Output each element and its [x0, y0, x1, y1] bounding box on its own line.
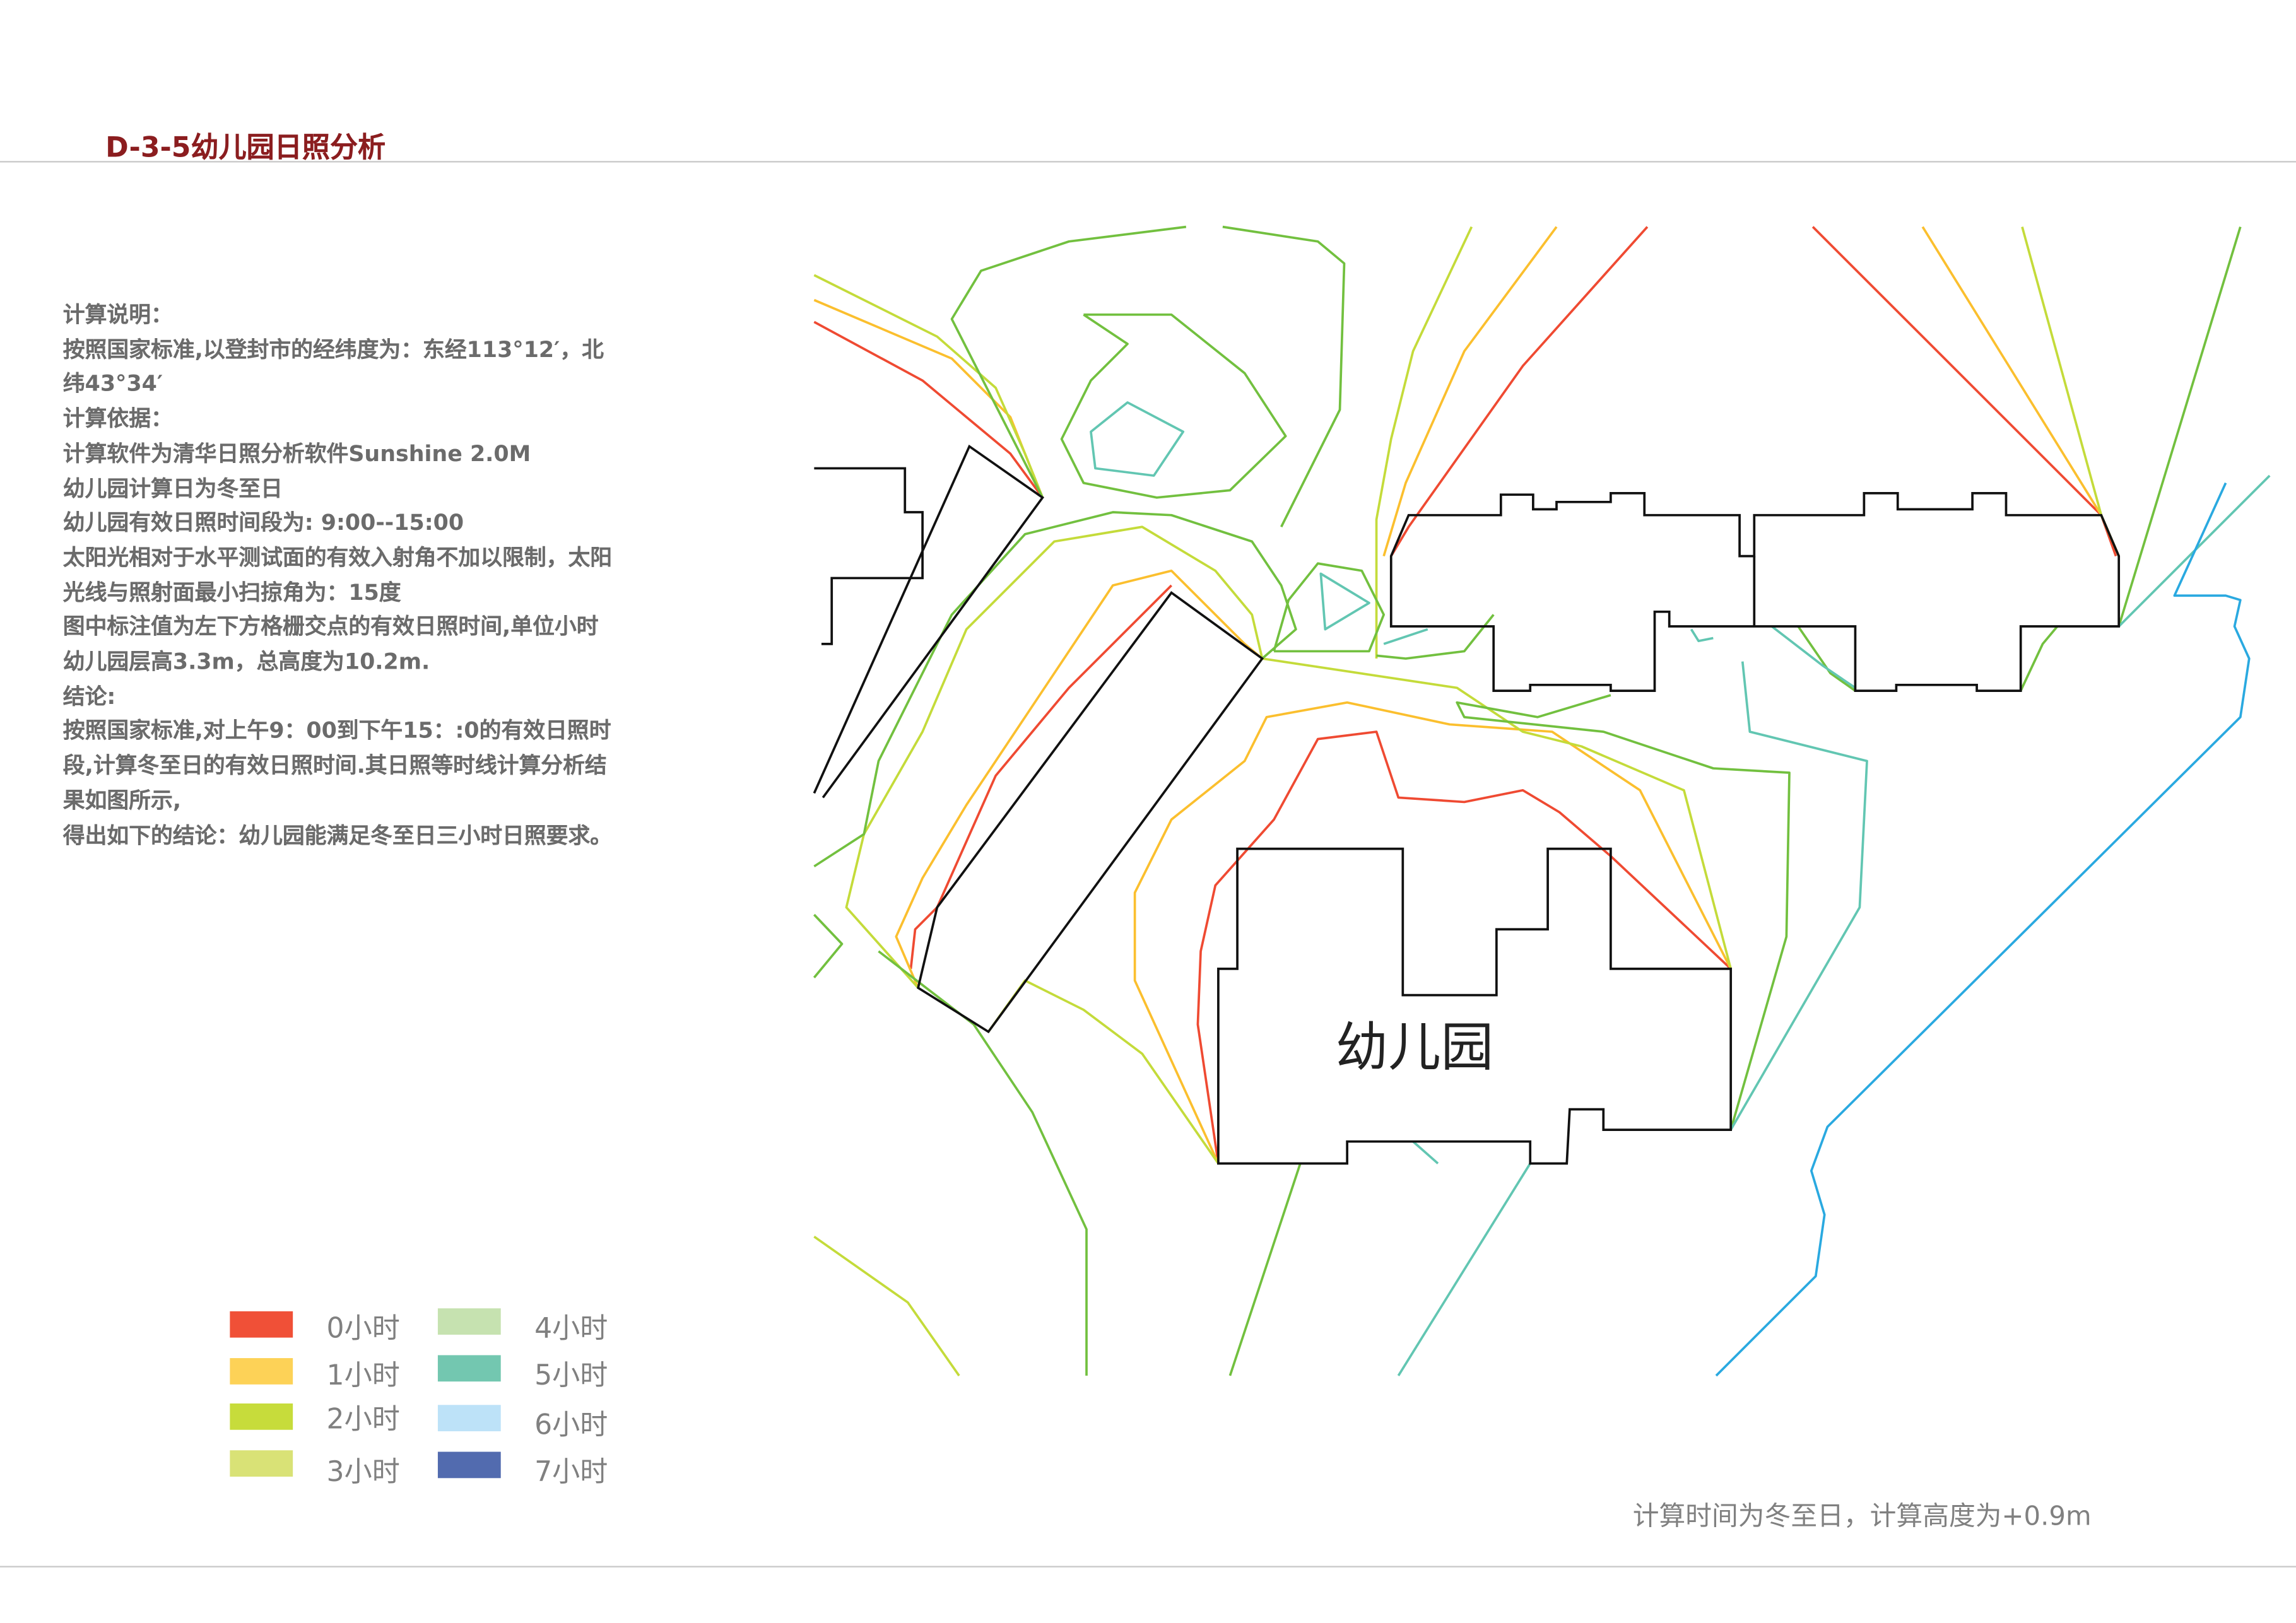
contour-0h: [813, 226, 2117, 1164]
header-divider: [0, 161, 2296, 163]
legend-swatch-4h: [437, 1308, 501, 1335]
calculation-notes: 计算说明： 按照国家标准,以登封市的经纬度为：东经113°12′，北 纬43°3…: [63, 298, 678, 853]
legend-swatch-7h: [437, 1451, 501, 1479]
legend-label: 0小时: [326, 1313, 400, 1345]
note-line: 幼儿园层高3.3m，总高度为10.2m.: [62, 648, 430, 675]
legend-label: 4小时: [534, 1313, 608, 1345]
footer-divider: [0, 1566, 2296, 1567]
note-line: 幼儿园计算日为冬至日: [62, 474, 283, 501]
note-line: 果如图所示,: [62, 787, 182, 814]
calculation-caption: 计算时间为冬至日，计算高度为+0.9m: [1632, 1501, 2092, 1533]
note-line: 段,计算冬至日的有效日照时间.其日照等时线计算分析结: [62, 752, 607, 779]
kindergarten-building: [1217, 847, 1733, 1165]
legend-label: 2小时: [326, 1403, 400, 1436]
legend-label: 6小时: [534, 1409, 608, 1442]
note-line: 结论:: [62, 683, 116, 710]
note-line: 光线与照射面最小扫掠角为：15度: [62, 578, 401, 606]
legend-swatch-6h: [437, 1405, 501, 1432]
note-line: 太阳光相对于水平测试面的有效入射角不加以限制，太阳: [62, 544, 613, 571]
legend-label: 7小时: [534, 1456, 608, 1489]
note-line: 纬43°34′: [62, 370, 163, 397]
page-title: D-3-5幼儿园日照分析: [105, 131, 386, 164]
note-line: 图中标注值为左下方格栅交点的有效日照时间,单位小时: [62, 613, 599, 640]
kindergarten-label: 幼儿园: [1336, 1016, 1494, 1078]
note-line: 按照国家标准,以登封市的经纬度为：东经113°12′，北: [62, 336, 604, 363]
building-left-partial: [814, 467, 924, 645]
legend-swatch-2h: [230, 1403, 293, 1430]
legend-swatch-3h: [230, 1450, 293, 1477]
legend-swatch-1h: [230, 1358, 293, 1385]
legend-label: 5小时: [534, 1359, 608, 1392]
note-line: 按照国家标准,对上午9：00到下午15：:0的有效日照时: [62, 717, 611, 744]
building-diagonal-north: [813, 444, 1045, 799]
contour-6h: [1715, 482, 2251, 1377]
legend-swatch-5h: [437, 1355, 501, 1382]
legend-label: 3小时: [326, 1456, 400, 1489]
building-diagonal-south: [917, 591, 1264, 1034]
buildings: [813, 444, 2121, 1165]
note-line: 计算依据：: [62, 405, 173, 432]
legend-label: 1小时: [326, 1359, 400, 1392]
note-line: 计算软件为清华日照分析软件Sunshine 2.0M: [62, 440, 531, 467]
note-line: 幼儿园有效日照时间段为: 9:00--15:00: [62, 509, 464, 536]
residential-building-east: [1389, 492, 2121, 692]
legend-swatch-0h: [230, 1311, 293, 1338]
contour-3h-green: [813, 225, 2242, 1376]
note-line: 计算说明：: [62, 301, 173, 328]
contour-5h: [1090, 401, 2271, 1376]
note-line: 得出如下的结论：幼儿园能满足冬至日三小时日照要求。: [62, 821, 613, 848]
